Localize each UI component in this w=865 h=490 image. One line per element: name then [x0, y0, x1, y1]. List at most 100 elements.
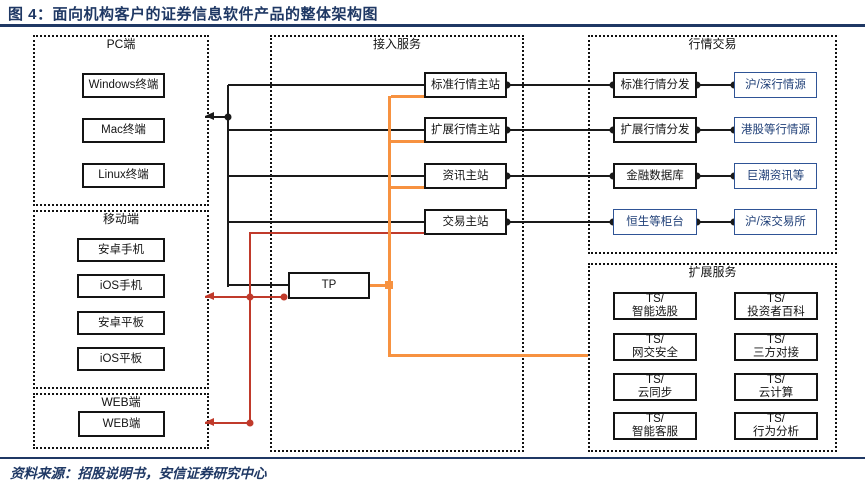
connector-infohost-to-findb [507, 175, 614, 177]
junction-dot [693, 81, 701, 89]
group-mobile-label: 移动端 [35, 212, 207, 227]
group-pc: PC端 [33, 35, 209, 206]
node-ts-behavior: TS/ 行为分析 [734, 412, 818, 440]
node-ext-quote-host: 扩展行情主站 [424, 117, 507, 143]
node-juchao-info: 巨潮资讯等 [734, 163, 817, 189]
source-note: 资料来源：招股说明书，安信证券研究中心 [10, 466, 267, 481]
junction-dot [693, 126, 701, 134]
connector-red-mobile-to-tp [205, 296, 286, 298]
node-label: 三方对接 [753, 347, 799, 359]
connector-extdist-to-hksrc [697, 129, 735, 131]
node-label: TS/ [646, 413, 664, 425]
node-android-pad: 安卓平板 [77, 311, 165, 335]
connector-black-row3 [228, 175, 424, 177]
node-ext-quote-dist: 扩展行情分发 [613, 117, 697, 143]
node-ios-pad: iOS平板 [77, 347, 165, 371]
node-hk-quote-source: 港股等行情源 [734, 117, 817, 143]
junction-dot [224, 113, 232, 121]
node-label: TS/ [767, 334, 785, 346]
node-android-phone: 安卓手机 [77, 238, 165, 262]
connector-orange-to-ext-service [388, 354, 588, 357]
connector-black-row2 [228, 129, 424, 131]
node-ts-stock-pick: TS/ 智能选股 [613, 292, 697, 320]
node-tp: TP [288, 272, 370, 299]
node-ios-phone: iOS手机 [77, 274, 165, 298]
connector-red-web-to-trunk [205, 422, 250, 424]
node-std-quote-host: 标准行情主站 [424, 72, 507, 98]
connector-trunk-to-tp [228, 284, 289, 286]
group-pc-label: PC端 [35, 37, 207, 52]
junction-square-orange [385, 281, 393, 289]
junction-dot-red [246, 419, 254, 427]
group-quote-trade-label: 行情交易 [590, 37, 835, 52]
node-ts-cloud-compute: TS/ 云计算 [734, 373, 818, 401]
node-fin-database: 金融数据库 [613, 163, 697, 189]
node-linux-terminal: Linux终端 [82, 163, 165, 188]
connector-counter-to-exchange [697, 221, 735, 223]
connector-red-to-tradehost [250, 232, 424, 234]
group-access-service-label: 接入服务 [272, 37, 522, 52]
group-web-label: WEB端 [35, 395, 207, 410]
node-mac-terminal: Mac终端 [82, 118, 165, 143]
connector-orange-trunk [388, 96, 391, 357]
node-shsz-quote-source: 沪/深行情源 [734, 72, 817, 98]
junction-dot [503, 126, 511, 134]
connector-orange-tp-to-trunk [370, 284, 388, 287]
node-label: 智能选股 [632, 306, 678, 318]
node-label: 智能客服 [632, 426, 678, 438]
node-std-quote-dist: 标准行情分发 [613, 72, 697, 98]
connector-tradehost-to-counter [507, 221, 614, 223]
junction-dot [693, 172, 701, 180]
figure-title: 图 4：面向机构客户的证券信息软件产品的整体架构图 [8, 6, 379, 23]
junction-dot [503, 218, 511, 226]
node-label: TS/ [646, 293, 664, 305]
node-web-terminal: WEB端 [78, 411, 165, 437]
junction-dot-red [280, 293, 288, 301]
connector-findb-to-juchao [697, 175, 735, 177]
connector-stddist-to-src [697, 84, 735, 86]
node-label: TS/ [646, 334, 664, 346]
node-ts-third-party: TS/ 三方对接 [734, 333, 818, 361]
node-label: TS/ [767, 374, 785, 386]
node-label: TS/ [646, 374, 664, 386]
junction-dot [503, 81, 511, 89]
arrow-left-icon [205, 418, 214, 426]
footer-divider [0, 457, 865, 459]
node-hengsheng-counter: 恒生等柜台 [613, 209, 697, 235]
node-ts-net-security: TS/ 网交安全 [613, 333, 697, 361]
node-label: 云计算 [758, 387, 794, 399]
connector-red-trunk [249, 232, 251, 424]
connector-black-trunk [227, 85, 229, 287]
connector-stdhost-to-stddist [507, 84, 614, 86]
node-shsz-exchange: 沪/深交易所 [734, 209, 817, 235]
group-quote-trade: 行情交易 [588, 35, 837, 254]
node-label: TS/ [767, 413, 785, 425]
node-label: 云同步 [637, 387, 673, 399]
node-ts-investor-wiki: TS/ 投资者百科 [734, 292, 818, 320]
connector-black-row1 [228, 84, 424, 86]
node-ts-cloud-sync: TS/ 云同步 [613, 373, 697, 401]
connector-exthost-to-extdist [507, 129, 614, 131]
node-ts-smart-service: TS/ 智能客服 [613, 412, 697, 440]
junction-dot [503, 172, 511, 180]
node-label: 投资者百科 [747, 306, 805, 318]
group-access-service: 接入服务 [270, 35, 524, 452]
node-windows-terminal: Windows终端 [82, 73, 165, 98]
node-info-host: 资讯主站 [424, 163, 507, 189]
group-ext-service: 扩展服务 [588, 263, 837, 452]
node-label: TS/ [767, 293, 785, 305]
arrow-left-icon [205, 112, 214, 120]
connector-orange-to-stdhost [391, 95, 424, 98]
connector-orange-to-exthost [391, 140, 424, 143]
node-trade-host: 交易主站 [424, 209, 507, 235]
arrow-left-icon [205, 292, 214, 300]
connector-black-row4 [228, 221, 424, 223]
junction-dot [693, 218, 701, 226]
connector-orange-to-infohost [391, 186, 424, 189]
junction-dot-red [246, 293, 254, 301]
node-label: 网交安全 [632, 347, 678, 359]
title-underline [0, 24, 865, 27]
group-ext-service-label: 扩展服务 [590, 265, 835, 280]
node-label: 行为分析 [753, 426, 799, 438]
